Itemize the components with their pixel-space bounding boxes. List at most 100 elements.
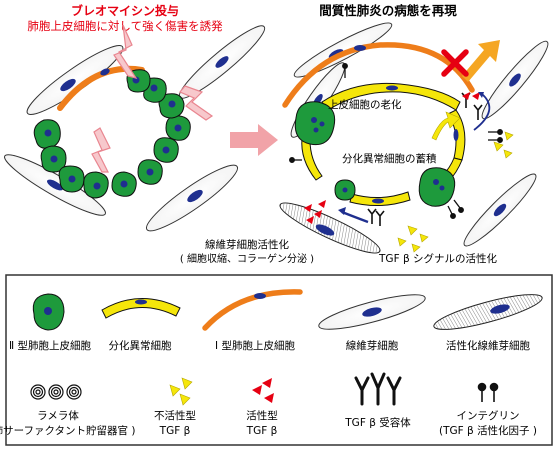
inactive-tgfb-icon <box>407 225 418 236</box>
left-type2-cell <box>111 171 137 197</box>
left-type2-cell <box>58 165 85 193</box>
left-type2-cell <box>33 119 61 149</box>
integrin-icon <box>488 129 503 135</box>
left-type1-nucleus <box>100 68 110 76</box>
abnormal-cell <box>321 82 461 111</box>
legend-integrin-detail: (TGF β 活性化因子 ) <box>439 424 537 437</box>
legend-active-label: 活性型 <box>246 409 278 422</box>
integrin-icon <box>477 382 487 402</box>
integrin-icon <box>453 199 464 213</box>
blocked-cross-icon <box>441 49 469 77</box>
legend-active-tgfb-label: TGF β <box>246 425 278 437</box>
inactive-tgfb-icon <box>397 237 407 247</box>
aged-type2-cell <box>418 167 456 207</box>
tgfb-receptor-icon <box>386 376 402 406</box>
left-title: ブレオマイシン投与 <box>71 3 179 18</box>
integrin-icon <box>447 205 456 219</box>
label-fibroblast-activation-detail: ( 細胞収縮、コラーゲン分泌 ) <box>180 252 314 265</box>
tgfb-receptor-icon <box>367 208 377 224</box>
lamellar-body-icon <box>30 384 82 400</box>
right-fibroblast <box>463 173 537 247</box>
legend-integrin: インテグリン (TGF β 活性化因子 ) <box>439 382 537 437</box>
right-inactive-tgfb <box>397 131 514 253</box>
lightning-bolt-icon <box>113 24 138 79</box>
active-tgfb-icon <box>462 92 470 100</box>
left-fibroblast-top-left <box>26 45 124 115</box>
right-type2-cells <box>294 101 456 207</box>
tgfb-receptor-icon <box>354 376 370 406</box>
left-fibroblast-bottom-right <box>146 164 238 232</box>
inactive-tgfb-icon <box>493 141 504 152</box>
inactive-tgfb-icon <box>504 131 514 141</box>
active-tgfb-icon <box>314 210 322 218</box>
inactive-tgfb-icon <box>503 149 513 159</box>
right-type1-nucleus <box>354 45 366 51</box>
tgfb-receptor-icon <box>375 210 385 226</box>
left-panel: ブレオマイシン投与 肺胞上皮細胞に対して強く傷害を誘発 <box>4 3 266 232</box>
left-subtitle: 肺胞上皮細胞に対して強く傷害を誘発 <box>27 19 223 33</box>
legend-fibroblast: 線維芽細胞 <box>318 294 426 352</box>
inactive-tgfb-icon <box>411 243 421 253</box>
right-panel: 間質性肺炎の病態を再現 <box>180 3 549 265</box>
right-fibroblast <box>481 40 549 120</box>
legend-activated-fibroblast-label: 活性化線維芽細胞 <box>446 339 530 352</box>
integrin-icon <box>488 137 503 143</box>
label-fibroblast-activation: 線維芽細胞活性化 <box>205 238 289 251</box>
right-integrins <box>289 63 503 219</box>
active-tgfb-icon <box>304 204 312 212</box>
signal-arrow-icon <box>341 210 369 224</box>
legend-lamellar-detail: (肺サーファクタント貯留器官 ) <box>0 424 135 437</box>
legend-lamellar-label: ラメラ体 <box>37 410 79 422</box>
legend-type2-epithelial-label: Ⅱ 型肺胞上皮細胞 <box>9 339 92 352</box>
active-tgfb-icon <box>472 92 480 100</box>
signal-arrow-icon <box>473 93 491 131</box>
label-abnormal-accumulation: 分化異常細胞の蓄積 <box>342 152 437 165</box>
legend-active-tgfb: 活性型 TGF β <box>246 378 278 437</box>
label-epithelial-aging: 上皮細胞の老化 <box>328 98 402 111</box>
legend-integrin-label: インテグリン <box>457 409 520 422</box>
legend-fibroblast-label: 線維芽細胞 <box>346 339 399 352</box>
legend-lamellar-body: ラメラ体 (肺サーファクタント貯留器官 ) <box>0 384 135 437</box>
legend-inactive-tgfb-label: TGF β <box>159 425 191 437</box>
active-tgfb-icon <box>306 216 314 224</box>
left-type2-cell <box>165 115 191 141</box>
signal-arrowhead-icon <box>478 92 484 98</box>
legend-type1-epithelial: Ⅰ 型肺胞上皮細胞 <box>202 289 303 352</box>
inactive-tgfb-icon <box>169 384 181 397</box>
right-active-tgfb <box>304 92 480 224</box>
left-type2-cell <box>153 137 179 163</box>
left-type2-cell <box>40 145 67 173</box>
legend-type2-epithelial: Ⅱ 型肺胞上皮細胞 <box>9 293 92 352</box>
signal-arrowhead-icon <box>338 207 346 215</box>
lightning-bolt-icon <box>91 127 111 173</box>
right-title: 間質性肺炎の病態を再現 <box>319 3 457 18</box>
right-activated-fibroblast <box>279 202 381 254</box>
left-type2-cells <box>33 69 191 199</box>
transition-arrow-icon <box>230 124 278 156</box>
accumulation-arrow-icon <box>431 111 461 141</box>
active-tgfb-icon <box>318 200 326 208</box>
legend-receptor-label: TGF β 受容体 <box>344 416 411 429</box>
active-tgfb-icon <box>262 378 272 388</box>
small-type2-cell <box>334 179 356 201</box>
legend-inactive-label: 不活性型 <box>154 409 196 422</box>
active-tgfb-icon <box>264 393 274 403</box>
legend-type1-epithelial-label: Ⅰ 型肺胞上皮細胞 <box>215 339 295 352</box>
inactive-tgfb-icon <box>419 233 429 243</box>
legend-tgfb-receptor: TGF β 受容体 <box>344 372 411 429</box>
inactive-tgfb-icon <box>181 377 193 390</box>
left-type1-cell <box>57 65 145 111</box>
inactive-tgfb-icon <box>179 393 191 406</box>
legend-activated-fibroblast: 活性化線維芽細胞 <box>433 294 543 352</box>
lightning-bolt-icon <box>179 85 214 121</box>
differentiation-arrow-icon <box>462 40 500 82</box>
left-type2-cell <box>137 159 163 185</box>
left-type2-cell <box>83 171 109 199</box>
legend-inactive-tgfb: 不活性型 TGF β <box>154 377 196 437</box>
integrin-icon <box>289 157 302 163</box>
legend-box: Ⅱ 型肺胞上皮細胞 分化異常細胞 Ⅰ 型肺胞上皮細胞 線維芽細胞 活性化線維芽細… <box>0 274 553 446</box>
label-tgfb-activation: TGF β シグナルの活性化 <box>378 252 497 265</box>
tgfb-receptor-icon <box>473 104 483 120</box>
